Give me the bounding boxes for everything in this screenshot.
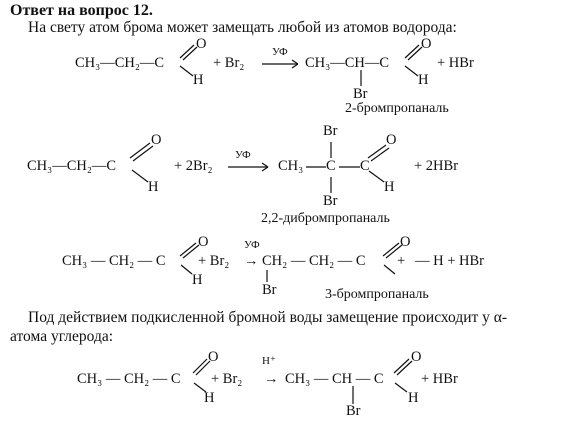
r3-hydrogen: H bbox=[192, 272, 203, 288]
r4-reactant: CH₃ — CH₂ — C bbox=[77, 371, 181, 387]
r1-product-bromine: Br bbox=[353, 86, 368, 102]
r4-arrow: → bbox=[264, 371, 279, 387]
r2-product-oxygen: O bbox=[386, 132, 397, 148]
r3-plus-br2: + Br₂ bbox=[198, 253, 230, 269]
r2-plus-2br2: + 2Br₂ bbox=[174, 158, 213, 174]
r1-product-oxygen: O bbox=[421, 36, 432, 52]
r4-product-hydrogen: H bbox=[408, 390, 419, 406]
r1-oxygen: O bbox=[196, 36, 207, 52]
r2-product-carbon: C bbox=[326, 158, 336, 174]
r2-condition: УФ bbox=[235, 149, 251, 161]
r3-product-name: 3-бромпропаналь bbox=[325, 287, 429, 302]
r4-plus-br2: + Br₂ bbox=[211, 371, 243, 387]
acid-paragraph: Под действием подкисленной бромной воды … bbox=[28, 309, 508, 326]
page-heading: Ответ на вопрос 12. bbox=[10, 2, 153, 19]
r2-bromine-top: Br bbox=[323, 123, 338, 139]
r2-hydrogen: H bbox=[148, 179, 159, 195]
r1-reactant: CH₃—CH₂—C bbox=[75, 55, 165, 71]
r4-plus-hbr: + HBr bbox=[421, 371, 458, 387]
acid-paragraph-cont: атома углерода: bbox=[10, 328, 114, 345]
r2-product-carbonyl-c: C bbox=[360, 158, 370, 174]
r3-reactant: CH₃ — CH₂ — C bbox=[62, 253, 166, 269]
r3-tail: — H + HBr bbox=[415, 253, 484, 269]
r1-condition: УФ bbox=[272, 46, 288, 58]
r4-hydrogen: H bbox=[204, 390, 215, 406]
r4-product-oxygen: O bbox=[411, 349, 422, 365]
r1-product: CH₃—CH—C bbox=[305, 55, 390, 71]
r2-reactant: CH₃—CH₂—C bbox=[27, 158, 117, 174]
r1-plus-br2: + Br₂ bbox=[213, 55, 245, 71]
r3-product: CH₂ — CH₂ — C bbox=[262, 253, 366, 269]
r3-arrow: → bbox=[244, 253, 259, 269]
r1-plus-hbr: + HBr bbox=[437, 55, 474, 71]
r4-product-bromine: Br bbox=[346, 403, 361, 419]
r3-oxygen: O bbox=[198, 234, 209, 250]
r3-condition: УФ bbox=[244, 239, 260, 251]
r4-condition: H⁺ bbox=[262, 355, 276, 367]
r2-product-name: 2,2-дибромпропаналь bbox=[261, 211, 390, 226]
intro-text: На свету атом брома может замещать любой… bbox=[28, 19, 457, 36]
r3-product-bromine: Br bbox=[262, 282, 277, 298]
r1-hydrogen: H bbox=[193, 72, 204, 88]
r2-plus-2hbr: + 2HBr bbox=[414, 158, 459, 174]
r3-product-oxygen: O bbox=[400, 234, 411, 250]
r4-product: CH₃ — CH — C bbox=[285, 371, 384, 387]
r3-product-plus: + bbox=[397, 253, 406, 269]
r2-oxygen: O bbox=[151, 132, 162, 148]
r2-product-ch3: CH₃ bbox=[278, 158, 304, 174]
r2-bromine-bottom: Br bbox=[323, 193, 338, 209]
r2-product-hydrogen: H bbox=[384, 179, 395, 195]
r4-oxygen: O bbox=[208, 349, 219, 365]
r1-product-name: 2-бромпропаналь bbox=[345, 101, 449, 116]
r1-product-hydrogen: H bbox=[418, 72, 429, 88]
